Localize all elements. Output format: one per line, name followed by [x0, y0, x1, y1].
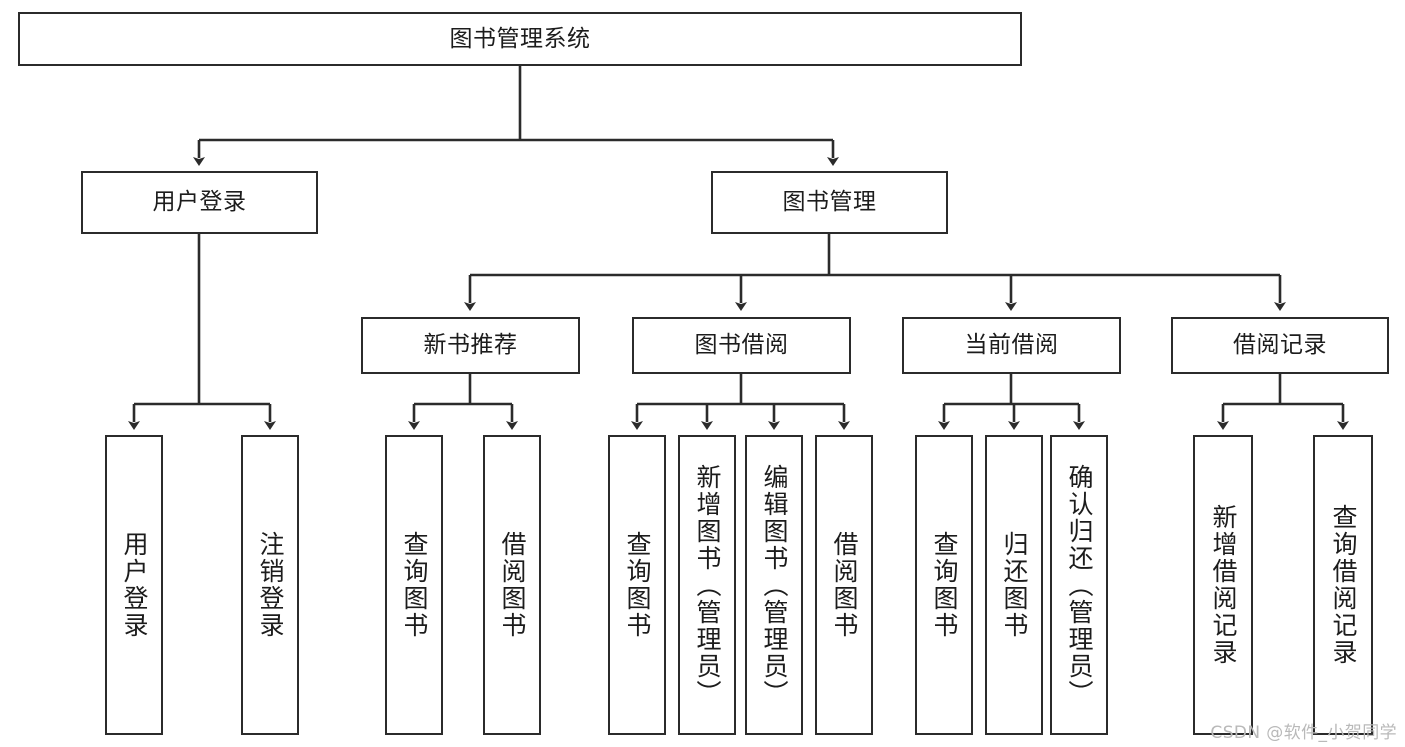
leaf-confirm-return-admin[interactable]: 确认归还（管理员） [1050, 435, 1108, 735]
node-current-borrow-label: 当前借阅 [964, 332, 1059, 359]
node-book-management-label: 图书管理 [782, 189, 877, 216]
leaf-recommend-query-book-label: 查询图书 [400, 531, 429, 639]
node-new-book-recommend-label: 新书推荐 [423, 332, 518, 359]
node-user-login-label: 用户登录 [152, 189, 247, 216]
leaf-query-borrow-record[interactable]: 查询借阅记录 [1313, 435, 1373, 735]
node-new-book-recommend[interactable]: 新书推荐 [361, 317, 580, 374]
watermark: CSDN @软件_小贺同学 [1210, 723, 1397, 743]
leaf-add-borrow-record[interactable]: 新增借阅记录 [1193, 435, 1253, 735]
leaf-add-borrow-record-label: 新增借阅记录 [1209, 504, 1238, 666]
leaf-user-login[interactable]: 用户登录 [105, 435, 163, 735]
node-root[interactable]: 图书管理系统 [18, 12, 1022, 66]
leaf-borrow-book-label: 借阅图书 [830, 531, 859, 639]
leaf-recommend-borrow-book-label: 借阅图书 [498, 531, 527, 639]
node-book-borrow-label: 图书借阅 [694, 332, 789, 359]
leaf-confirm-return-admin-label: 确认归还（管理员） [1065, 463, 1094, 707]
leaf-borrow-book[interactable]: 借阅图书 [815, 435, 873, 735]
node-root-label: 图书管理系统 [449, 25, 591, 52]
leaf-user-login-label: 用户登录 [120, 531, 149, 639]
leaf-add-book-admin[interactable]: 新增图书（管理员） [678, 435, 736, 735]
leaf-return-book-label: 归还图书 [1000, 531, 1029, 639]
leaf-recommend-query-book[interactable]: 查询图书 [385, 435, 443, 735]
leaf-current-query-book[interactable]: 查询图书 [915, 435, 973, 735]
leaf-logout[interactable]: 注销登录 [241, 435, 299, 735]
leaf-add-book-admin-label: 新增图书（管理员） [693, 463, 722, 707]
leaf-logout-label: 注销登录 [256, 531, 285, 639]
leaf-query-borrow-record-label: 查询借阅记录 [1329, 504, 1358, 666]
leaf-recommend-borrow-book[interactable]: 借阅图书 [483, 435, 541, 735]
leaf-edit-book-admin-label: 编辑图书（管理员） [760, 463, 789, 707]
leaf-edit-book-admin[interactable]: 编辑图书（管理员） [745, 435, 803, 735]
node-borrow-records[interactable]: 借阅记录 [1171, 317, 1389, 374]
node-book-borrow[interactable]: 图书借阅 [632, 317, 851, 374]
leaf-borrow-query-book[interactable]: 查询图书 [608, 435, 666, 735]
node-borrow-records-label: 借阅记录 [1233, 332, 1327, 359]
node-current-borrow[interactable]: 当前借阅 [902, 317, 1121, 374]
leaf-return-book[interactable]: 归还图书 [985, 435, 1043, 735]
node-book-management[interactable]: 图书管理 [711, 171, 948, 234]
leaf-borrow-query-book-label: 查询图书 [623, 531, 652, 639]
node-user-login[interactable]: 用户登录 [81, 171, 318, 234]
leaf-current-query-book-label: 查询图书 [930, 531, 959, 639]
